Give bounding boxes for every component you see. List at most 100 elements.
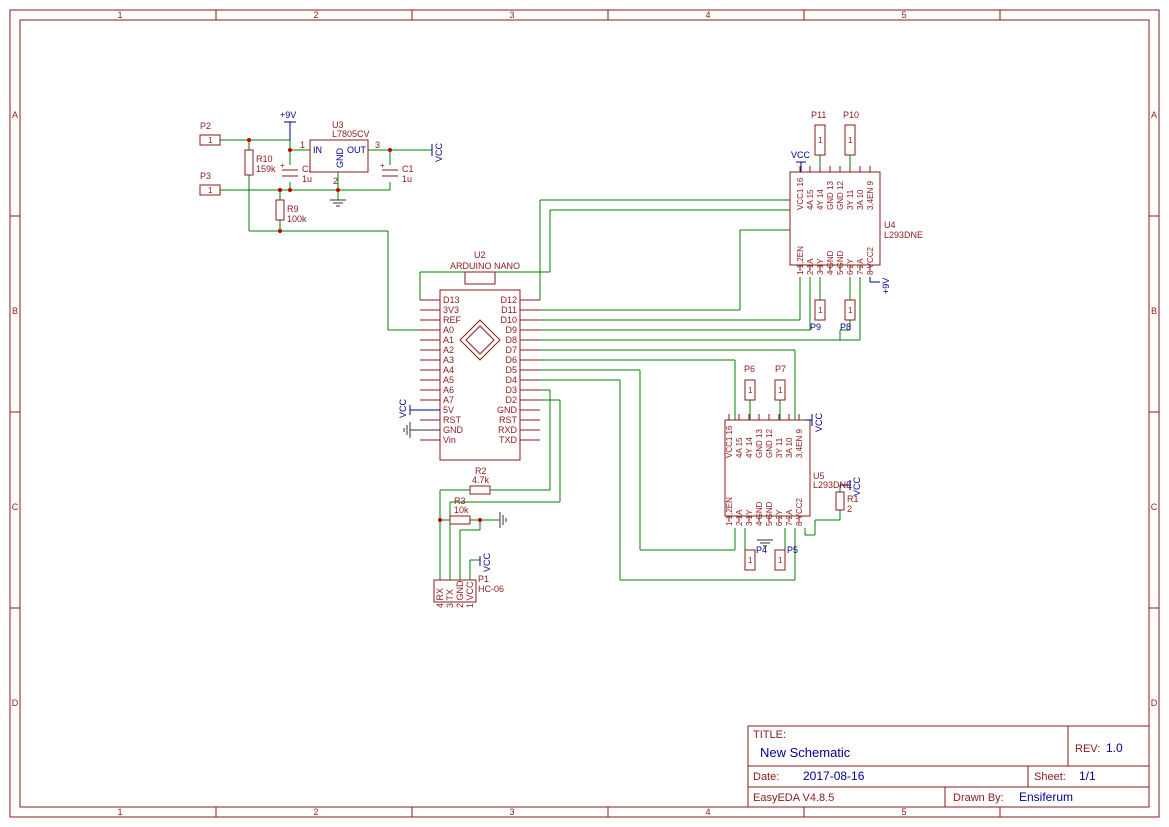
svg-text:1: 1	[778, 556, 783, 565]
u2-ref: U2	[474, 250, 486, 260]
drawn-by-label: Drawn By:	[953, 792, 1004, 804]
l293-pin-label: 1 1,2EN	[796, 246, 805, 275]
title-block: TITLE: New Schematic REV: 1.0 Date: 2017…	[747, 725, 1150, 808]
svg-text:1: 1	[778, 386, 783, 395]
l293-pin-label: 2 1A	[735, 509, 744, 526]
software-label: EasyEDA V4.8.5	[753, 792, 834, 804]
l293-pin-label: 4 GND	[826, 250, 835, 275]
connector-p11: 1 P11	[811, 110, 826, 156]
nano-pin-label: 3V3	[443, 305, 459, 315]
l293-pin-label: GND 12	[836, 181, 845, 210]
r1-ref: R1	[847, 494, 859, 504]
l293-pin-label: 6 2Y	[775, 509, 784, 526]
u3-in: IN	[313, 145, 322, 155]
l293-pin-label: 4Y 14	[745, 437, 754, 458]
hc06-pin-label: 1 VCC	[465, 581, 475, 608]
svg-text:1: 1	[748, 556, 753, 565]
vcc-label: VCC	[434, 142, 444, 162]
vcc-label: VCC	[814, 412, 824, 432]
nano-pin-label: RXD	[498, 425, 518, 435]
rev-value: 1.0	[1106, 741, 1123, 755]
l293-pin-label: GND 13	[755, 429, 764, 458]
p9-label: P9	[810, 322, 821, 332]
l293-pin-label: 5 GND	[836, 250, 845, 275]
l293-pin-label: GND 12	[765, 429, 774, 458]
nano-pin-label: A1	[443, 335, 454, 345]
hc06-pin-label: 4 RX	[435, 588, 445, 608]
nano-pin-label: A2	[443, 345, 454, 355]
p6-label: P6	[744, 364, 755, 374]
u5-value: L293DNE	[813, 480, 852, 490]
date-label: Date:	[753, 771, 779, 783]
connector-p10: 1 P10	[843, 110, 859, 156]
r3-ref: R3	[454, 496, 466, 506]
vcc-label: VCC	[398, 398, 408, 418]
gnd-symbol-u5	[757, 539, 773, 547]
nano-pin-label: D3	[505, 385, 517, 395]
u3-gnd: GND	[335, 148, 345, 169]
title-label: TITLE:	[753, 729, 786, 741]
nano-pin-label: D9	[505, 325, 517, 335]
nano-pin-label: A4	[443, 365, 454, 375]
col-label: 5	[901, 10, 906, 20]
connector-p5: 1 P5	[774, 545, 798, 571]
vcc-symbol-nano: VCC	[398, 398, 440, 418]
plus9v-symbol-u4: +9V	[869, 277, 891, 294]
svg-text:1: 1	[748, 386, 753, 395]
p1-value: HC-06	[478, 584, 504, 594]
col-label: 3	[509, 10, 514, 20]
svg-text:1: 1	[818, 306, 823, 315]
c1-value: 1u	[402, 174, 412, 184]
u3-out: OUT	[347, 145, 367, 155]
l293-pin-label: 2 1A	[806, 258, 815, 275]
nano-pin-label: D2	[505, 395, 517, 405]
row-label: C	[12, 502, 19, 512]
schematic-title: New Schematic	[760, 745, 851, 760]
u5-ref: U5	[813, 471, 825, 481]
rev-label: REV:	[1075, 743, 1100, 755]
c2-value: 1u	[302, 174, 312, 184]
vcc-label: VCC	[482, 552, 492, 572]
col-label: 2	[313, 807, 318, 817]
connector-p3: 1 P3	[199, 171, 221, 196]
u3-ref: U3	[332, 120, 344, 130]
vcc-symbol-hc06: VCC	[479, 552, 492, 572]
p3-pin: 1	[208, 186, 213, 195]
l293-pin-label: GND 13	[826, 181, 835, 210]
p8-label: P8	[840, 322, 851, 332]
p10-label: P10	[843, 110, 859, 120]
l293-pin-label: 7 2A	[856, 258, 865, 275]
l293-pin-label: 4A 15	[806, 189, 815, 210]
date-value: 2017-08-16	[803, 769, 865, 783]
col-label: 5	[901, 807, 906, 817]
arduino-nano-u2: U2 ARDUINO NANO D133V3REFA0A1A2A3A4A5A6A…	[420, 250, 540, 461]
svg-text:+: +	[280, 161, 285, 170]
connector-p7: 1 P7	[774, 364, 786, 401]
p2-label: P2	[200, 121, 211, 131]
vcc-label: VCC	[791, 150, 811, 160]
p1-ref: P1	[478, 574, 489, 584]
l293-pin-label: VCC1 16	[796, 177, 805, 210]
r3-value: 10k	[454, 505, 469, 515]
connector-p4: 1 P4	[744, 545, 767, 571]
row-label: A	[12, 110, 18, 120]
connector-p8: 1 P8	[840, 299, 856, 332]
connector-p6: 1 P6	[744, 364, 756, 401]
col-label: 3	[509, 807, 514, 817]
nano-pin-label: Vin	[443, 435, 456, 445]
u3-value: L7805CV	[332, 129, 370, 139]
frame-column-labels: 1 2 3 4 5 1 2 3 4 5	[117, 10, 906, 817]
nano-pin-label: GND	[443, 425, 464, 435]
plus9v-symbol-top: +9V	[280, 110, 296, 140]
l293-pin-label: 3 1Y	[745, 509, 754, 526]
l293-pin-label: 3A 10	[856, 189, 865, 210]
svg-text:1: 1	[818, 136, 823, 145]
nano-pin-label: A7	[443, 395, 454, 405]
